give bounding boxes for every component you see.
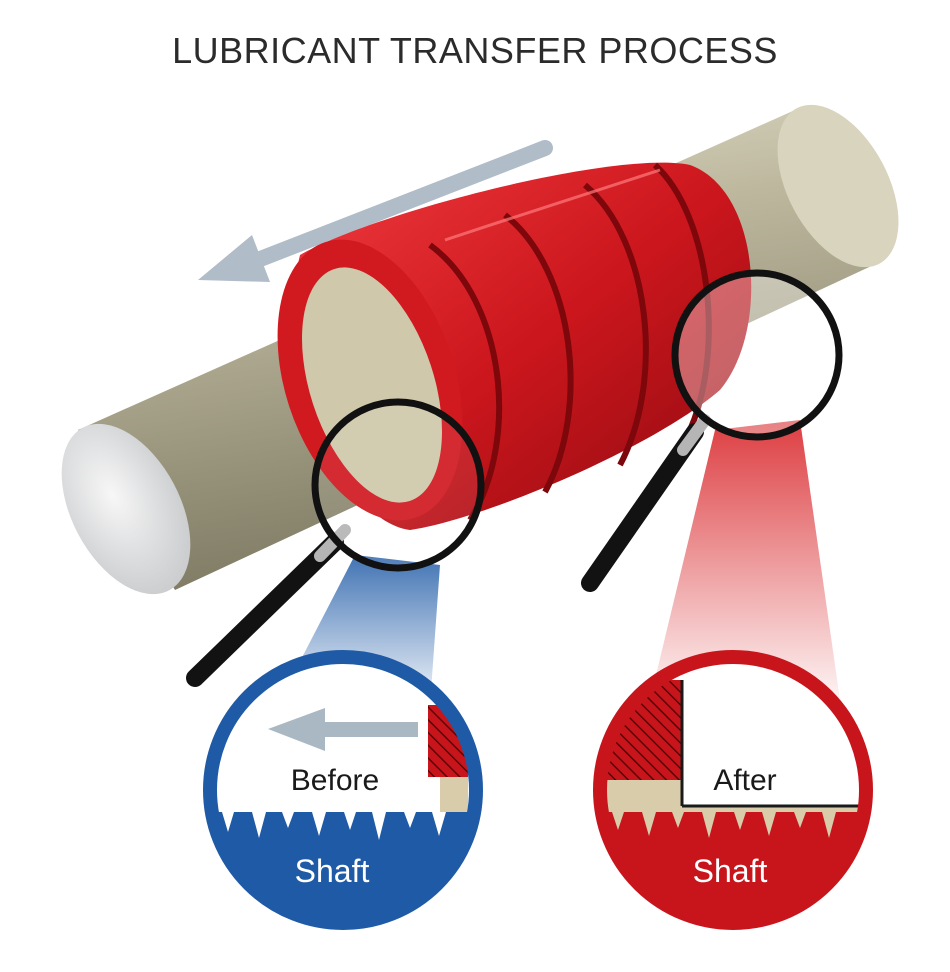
before-label: Before: [291, 764, 379, 797]
after-label: After: [713, 764, 776, 797]
motion-arrow-icon: [198, 140, 553, 282]
after-panel: After Shaft: [593, 650, 873, 930]
before-lubricant-film: [440, 777, 468, 812]
shaft-end-cap: [61, 423, 191, 595]
before-panel: Before Shaft: [203, 650, 483, 930]
transfer-arrow-icon: [268, 708, 418, 751]
magnifier-icon: [581, 269, 843, 592]
after-shaft-label: Shaft: [693, 853, 768, 889]
before-shaft-label: Shaft: [295, 853, 370, 889]
magnifier-icon: [186, 398, 485, 687]
after-beam: [650, 420, 840, 700]
page-title: LUBRICANT TRANSFER PROCESS: [172, 30, 778, 71]
